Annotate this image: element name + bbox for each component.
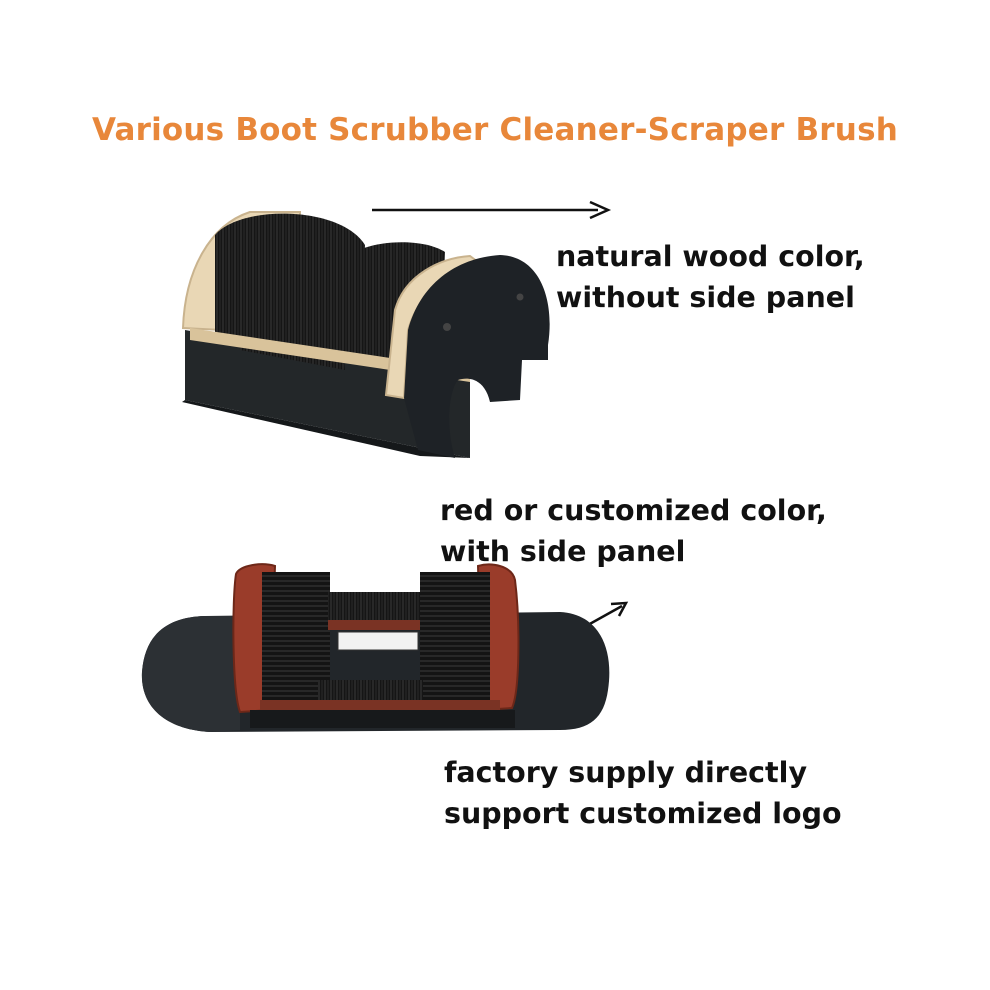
product-1-caption-line-2: without side panel [556, 281, 855, 314]
product-1-caption-line-1: natural wood color, [556, 240, 865, 273]
footer-line-2: support customized logo [444, 797, 842, 830]
arrow-right-icon [372, 200, 612, 220]
boot-scrubber-wood [181, 211, 550, 458]
footer-caption: factory supply directly support customiz… [444, 752, 842, 834]
page-title: Various Boot Scrubber Cleaner-Scraper Br… [91, 112, 898, 148]
boot-scrubber-red [141, 563, 610, 732]
product-2-caption: red or customized color, with side panel [440, 490, 827, 572]
product-2-caption-line-2: with side panel [440, 535, 686, 568]
product-1-caption: natural wood color, without side panel [556, 236, 865, 318]
footer-line-1: factory supply directly [444, 756, 808, 789]
product-2-caption-line-1: red or customized color, [440, 494, 827, 527]
